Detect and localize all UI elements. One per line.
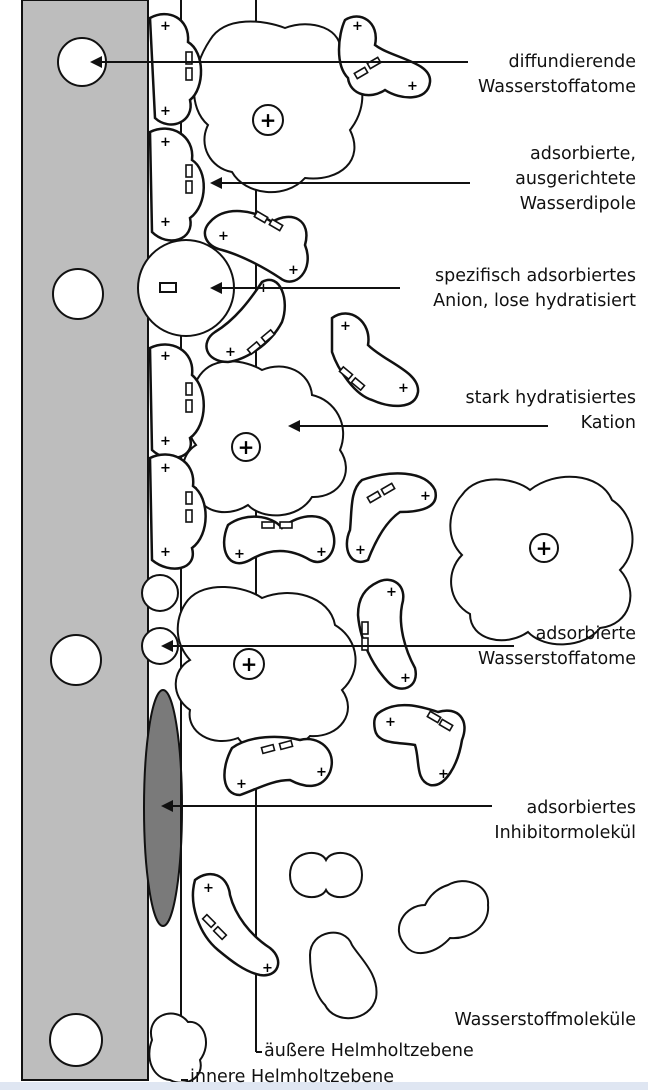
label-hydrogen-molecules: Wasserstoffmoleküle bbox=[454, 1008, 636, 1033]
dipole-plus: + bbox=[386, 585, 397, 600]
hydrogen-molecule bbox=[399, 881, 488, 953]
dipole-plus: + bbox=[160, 104, 171, 119]
dipole-plus: + bbox=[160, 135, 171, 150]
hydrogen-molecule bbox=[310, 933, 377, 1019]
cation-plus: + bbox=[260, 108, 277, 132]
adsorbed-water-dipole bbox=[150, 129, 204, 241]
dipole-plus: + bbox=[236, 777, 247, 792]
dipole-plus: + bbox=[340, 319, 351, 334]
dipole-plus: + bbox=[160, 215, 171, 230]
cation-plus: + bbox=[536, 536, 553, 560]
label-inhibitor-molecule: adsorbiertes Inhibitormolekül bbox=[494, 796, 636, 846]
dipole-plus: + bbox=[160, 545, 171, 560]
dipole-plus: + bbox=[234, 547, 245, 562]
dipole-plus: + bbox=[262, 961, 273, 976]
dipole-plus: + bbox=[400, 671, 411, 686]
dipole-plus: + bbox=[160, 461, 171, 476]
label-inner-helmholtz-plane: innere Helmholtzebene bbox=[190, 1066, 394, 1088]
dipole-plus: + bbox=[160, 434, 171, 449]
cation-plus: + bbox=[238, 435, 255, 459]
hydrated-cation bbox=[176, 587, 356, 751]
dipole-plus: + bbox=[160, 349, 171, 364]
hydrated-cation bbox=[194, 21, 362, 192]
dipole-plus: + bbox=[352, 19, 363, 34]
adsorbed-hydrogen-atom bbox=[142, 575, 178, 611]
hydrated-cation bbox=[183, 361, 346, 515]
label-hydrated-cation: stark hydratisiertes Kation bbox=[466, 386, 636, 436]
diffusing-hydrogen-atom bbox=[51, 635, 101, 685]
adsorbed-water-dipole bbox=[150, 14, 201, 124]
dipole-plus: + bbox=[420, 489, 431, 504]
label-specific-anion: spezifisch adsorbiertes Anion, lose hydr… bbox=[433, 264, 636, 314]
dipole-plus: + bbox=[438, 767, 449, 782]
inhibitor-molecule bbox=[144, 690, 182, 926]
hydrated-cation bbox=[450, 477, 632, 645]
metal-electrode bbox=[22, 0, 148, 1080]
dipole-plus: + bbox=[407, 79, 418, 94]
cation-plus: + bbox=[241, 652, 258, 676]
dipole-plus: + bbox=[385, 715, 396, 730]
diffusing-hydrogen-atom bbox=[50, 1014, 102, 1066]
dipole-plus: + bbox=[203, 881, 214, 896]
label-adsorbed-hydrogen-atoms: adsorbierte Wasserstoffatome bbox=[478, 622, 636, 672]
dipole-plus: + bbox=[316, 545, 327, 560]
diffusing-hydrogen-atom bbox=[53, 269, 103, 319]
dipole-plus: + bbox=[225, 345, 236, 360]
label-diffusing-hydrogen-atoms: diffundierende Wasserstoffatome bbox=[478, 50, 636, 100]
dipole-plus: + bbox=[160, 19, 171, 34]
dipole-plus: + bbox=[316, 765, 327, 780]
dipole-plus: + bbox=[218, 229, 229, 244]
dipole-plus: + bbox=[355, 543, 366, 558]
label-adsorbed-water-dipoles: adsorbierte, ausgerichtete Wasserdipole bbox=[515, 142, 636, 217]
dipole-plus: + bbox=[288, 263, 299, 278]
dipole-plus: + bbox=[398, 381, 409, 396]
label-outer-helmholtz-plane: äußere Helmholtzebene bbox=[264, 1040, 474, 1062]
hydrogen-molecule bbox=[290, 853, 362, 897]
